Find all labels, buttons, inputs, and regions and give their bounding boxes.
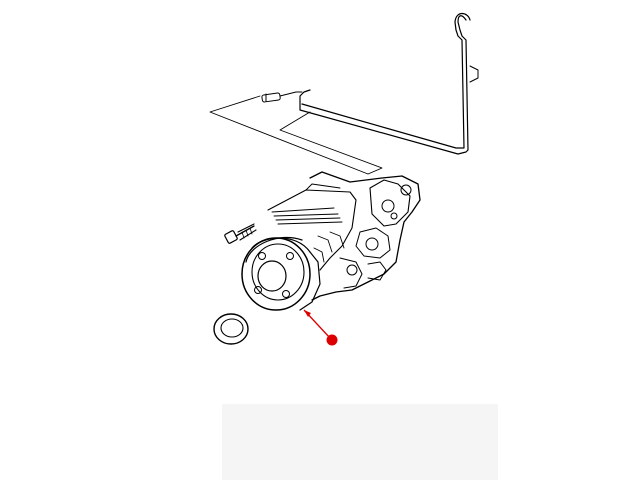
companion-flange (241, 236, 321, 311)
rear-axle-housing (267, 171, 421, 301)
callout-dot (326, 334, 338, 346)
breather-fitting (261, 91, 303, 103)
callout (303, 309, 338, 346)
breather-tube (299, 12, 479, 155)
background-artifact (222, 404, 498, 480)
callout-arrowhead (304, 310, 311, 317)
output-seal-ring (213, 313, 249, 345)
leader-lines (209, 95, 383, 175)
mounting-bolt (224, 223, 257, 244)
